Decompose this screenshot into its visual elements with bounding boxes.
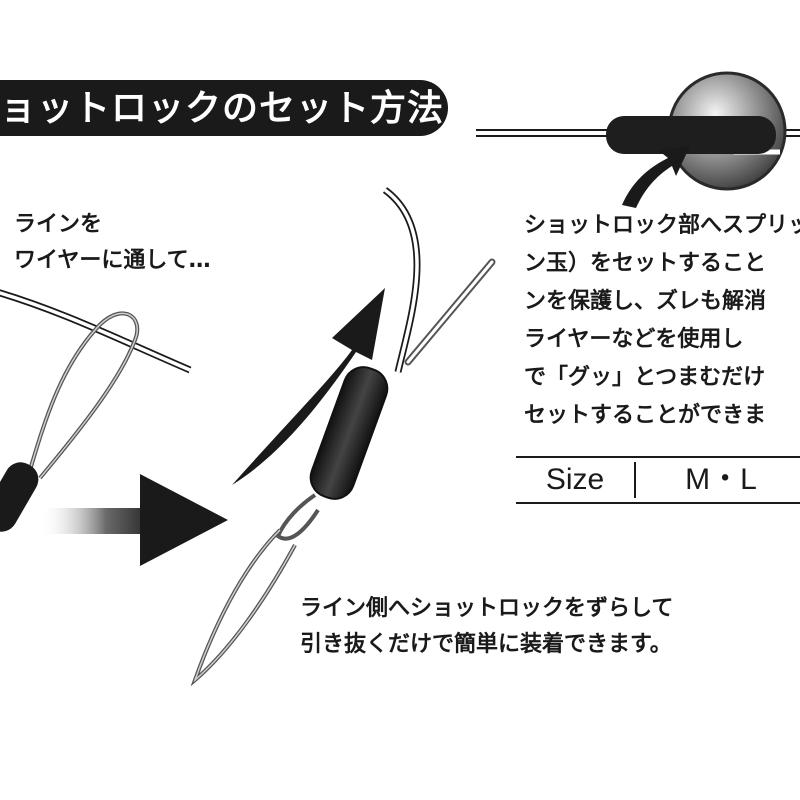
size-divider	[634, 462, 636, 498]
step-arrow	[40, 474, 228, 566]
middle-illustration	[190, 187, 496, 687]
wire-eye	[275, 493, 320, 541]
note-left-line: ラインを	[14, 212, 103, 237]
note-bottom-line: 引き抜くだけで簡単に装着できます。	[300, 632, 672, 657]
pointer-arrow	[622, 146, 690, 208]
note-right-line: ショットロック部へスプリッ	[524, 213, 800, 238]
left-illustration	[0, 289, 192, 532]
shotlock-sleeve	[0, 462, 39, 532]
size-table: Size M・L	[516, 456, 800, 504]
shotlock-sleeve	[309, 366, 389, 500]
note-right-line: ンを保護し、ズレも解消	[524, 289, 767, 314]
size-value: M・L	[685, 463, 757, 496]
fishing-line	[382, 187, 421, 373]
title-bar	[0, 80, 448, 136]
up-arrow	[232, 288, 385, 485]
note-left: ラインを ワイヤーに通して…	[14, 207, 211, 279]
wire-loop	[190, 528, 297, 687]
page-title: ョットロックのセット方法	[0, 88, 445, 129]
note-left-line: ワイヤーに通して…	[14, 248, 211, 273]
right-illustration	[476, 71, 800, 208]
note-right-line: で「グッ」とつまむだけ	[524, 365, 766, 390]
note-right-line: ン玉）をセットすること	[524, 251, 767, 276]
shotlock-sleeve	[606, 116, 776, 154]
note-bottom-line: ライン側へショットロックをずらして	[300, 596, 674, 621]
size-label: Size	[545, 463, 605, 496]
note-right-line: ライヤーなどを使用し	[524, 327, 744, 352]
note-right-line: セットすることができま	[524, 403, 767, 428]
note-right: ショットロック部へスプリッ ン玉）をセットすること ンを保護し、ズレも解消 ライ…	[524, 207, 800, 435]
note-bottom: ライン側へショットロックをずらして 引き抜くだけで簡単に装着できます。	[300, 591, 673, 663]
